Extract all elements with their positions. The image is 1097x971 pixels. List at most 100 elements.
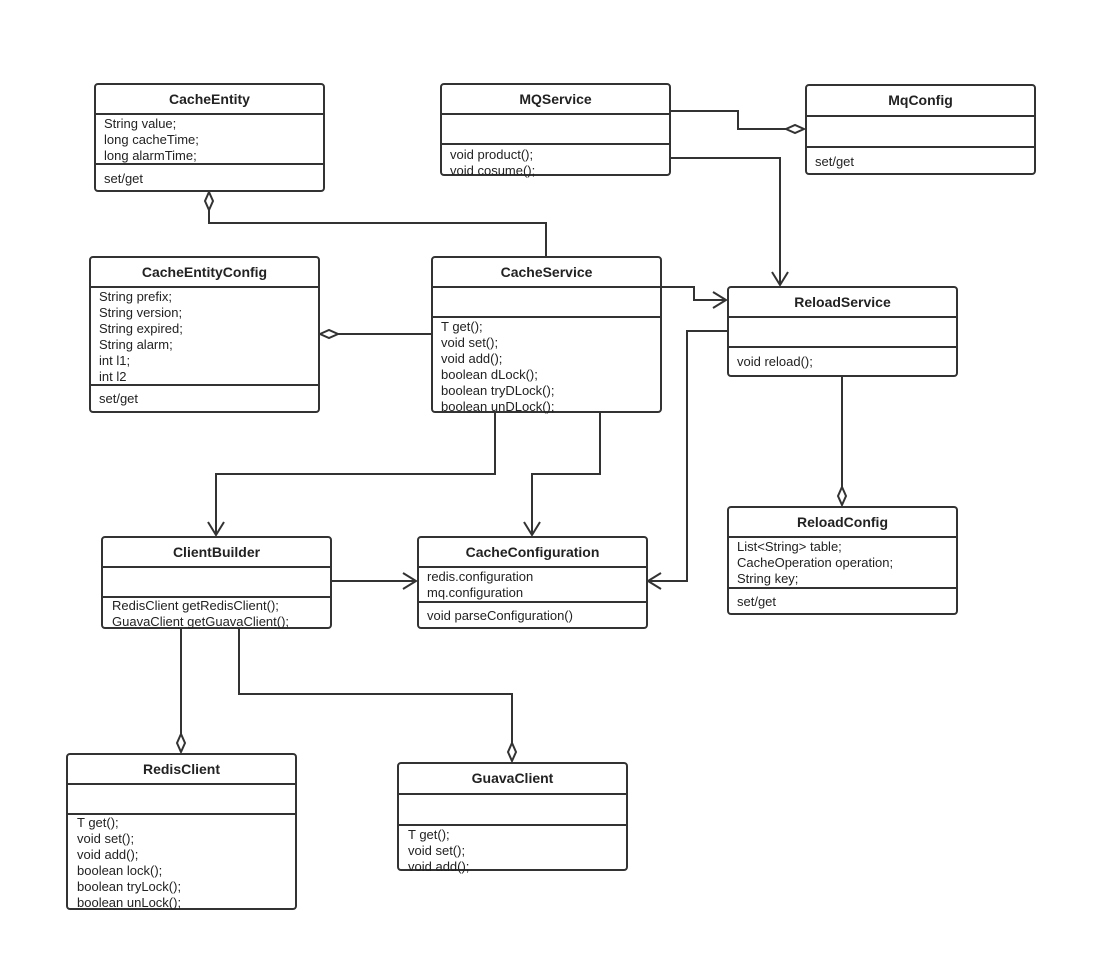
arrow-cacheconfiguration-right [646,572,662,590]
class-mqconfig[interactable]: MqConfig set/get [805,84,1036,175]
diamond-mqconfig [783,123,807,135]
method: GuavaClient getGuavaClient(); [112,614,290,629]
attribute: int l1; [99,353,131,368]
class-guavaclient-name: GuavaClient [399,764,626,795]
method: void cosume(); [450,163,536,178]
attribute: redis.configuration [427,569,534,584]
diamond-cacheentity [203,189,215,213]
method: boolean unDLock(); [441,399,555,414]
method: void set(); [408,843,466,858]
class-reloadconfig[interactable]: ReloadConfig List<String> table; CacheOp… [727,506,958,615]
attribute: int l2 [99,369,127,384]
class-mqservice[interactable]: MQService void product(); void cosume(); [440,83,671,179]
arrow-cacheconfiguration-left [402,572,418,590]
link-cacheservice-reloadservice [661,286,726,301]
link-clientbuilder-guavaclient [238,627,513,743]
method: void set(); [77,831,135,846]
class-clientbuilder-attributes [103,568,330,598]
arrow-reloadservice-top [771,271,789,287]
class-reloadservice[interactable]: ReloadService void reload(); [727,286,958,377]
method: boolean dLock(); [441,367,538,382]
class-redisclient[interactable]: RedisClient T get(); void set(); void ad… [66,753,297,910]
diamond-reloadconfig [836,484,848,508]
method: set/get [737,594,777,609]
method: boolean unLock(); [77,895,182,910]
method: void add(); [441,351,503,366]
class-reloadservice-attributes [729,318,956,348]
attribute: String expired; [99,321,183,336]
class-redisclient-name: RedisClient [68,755,295,785]
class-cacheentityconfig-attributes: String prefix; String version; String ex… [91,288,318,386]
class-cacheconfiguration-attributes: redis.configuration mq.configuration [419,568,646,603]
class-reloadconfig-methods: set/get [729,589,956,610]
class-mqservice-attributes [442,115,669,145]
diamond-guavaclient [506,740,518,764]
method: RedisClient getRedisClient(); [112,598,279,613]
class-redisclient-attributes [68,785,295,815]
class-cacheentity[interactable]: CacheEntity String value; long cacheTime… [94,83,325,192]
link-mqservice-mqconfig [670,110,786,130]
arrow-clientbuilder-top [207,521,225,537]
class-reloadconfig-name: ReloadConfig [729,508,956,538]
attribute: List<String> table; [737,539,842,554]
method: T get(); [441,319,483,334]
method: boolean lock(); [77,863,163,878]
class-reloadconfig-attributes: List<String> table; CacheOperation opera… [729,538,956,589]
link-cacheservice-cacheentity [208,209,547,256]
attribute: long alarmTime; [104,148,197,163]
class-redisclient-methods: T get(); void set(); void add(); boolean… [68,815,295,911]
method: boolean tryLock(); [77,879,182,894]
class-mqservice-methods: void product(); void cosume(); [442,145,669,179]
class-cacheentityconfig[interactable]: CacheEntityConfig String prefix; String … [89,256,320,413]
class-cacheservice[interactable]: CacheService T get(); void set(); void a… [431,256,662,415]
link-reloadservice-cacheconfiguration [648,330,727,582]
method: set/get [104,171,144,186]
link-mqservice-reloadservice [670,157,781,285]
method: void add(); [408,859,470,874]
arrow-cacheconfiguration-top [523,521,541,537]
method: void reload(); [737,354,813,369]
class-clientbuilder[interactable]: ClientBuilder RedisClient getRedisClient… [101,536,332,629]
class-guavaclient-methods: T get(); void set(); void add(); [399,826,626,875]
attribute: String prefix; [99,289,172,304]
class-clientbuilder-name: ClientBuilder [103,538,330,568]
method: void set(); [441,335,499,350]
attribute: CacheOperation operation; [737,555,894,570]
class-mqconfig-name: MqConfig [807,86,1034,117]
class-cacheentity-name: CacheEntity [96,85,323,115]
method: boolean tryDLock(); [441,383,555,398]
attribute: mq.configuration [427,585,524,600]
method: void product(); [450,147,534,162]
link-cacheservice-clientbuilder [215,411,496,535]
attribute: long cacheTime; [104,132,199,147]
class-cacheconfiguration[interactable]: CacheConfiguration redis.configuration m… [417,536,648,629]
diamond-cacheentityconfig [317,328,341,340]
class-cacheservice-methods: T get(); void set(); void add(); boolean… [433,318,660,415]
class-mqconfig-attributes [807,117,1034,148]
method: void parseConfiguration() [427,608,573,623]
class-reloadservice-name: ReloadService [729,288,956,318]
attribute: String version; [99,305,183,320]
attribute: String alarm; [99,337,173,352]
class-cacheentity-methods: set/get [96,165,323,187]
class-clientbuilder-methods: RedisClient getRedisClient(); GuavaClien… [103,598,330,630]
attribute: String value; [104,116,177,131]
class-cacheentity-attributes: String value; long cacheTime; long alarm… [96,115,323,165]
class-guavaclient[interactable]: GuavaClient T get(); void set(); void ad… [397,762,628,874]
class-cacheservice-name: CacheService [433,258,660,288]
method: set/get [99,391,139,406]
diamond-redisclient [175,731,187,755]
class-guavaclient-attributes [399,795,626,826]
class-cacheentityconfig-methods: set/get [91,386,318,407]
attribute: String key; [737,571,799,586]
class-cacheservice-attributes [433,288,660,318]
method: void add(); [77,847,139,862]
link-cacheservice-cacheconfiguration [531,411,601,535]
method: set/get [815,154,855,169]
arrow-reloadservice-left [712,291,728,309]
class-mqservice-name: MQService [442,85,669,115]
class-mqconfig-methods: set/get [807,148,1034,170]
class-cacheconfiguration-methods: void parseConfiguration() [419,603,646,624]
method: T get(); [408,827,450,842]
